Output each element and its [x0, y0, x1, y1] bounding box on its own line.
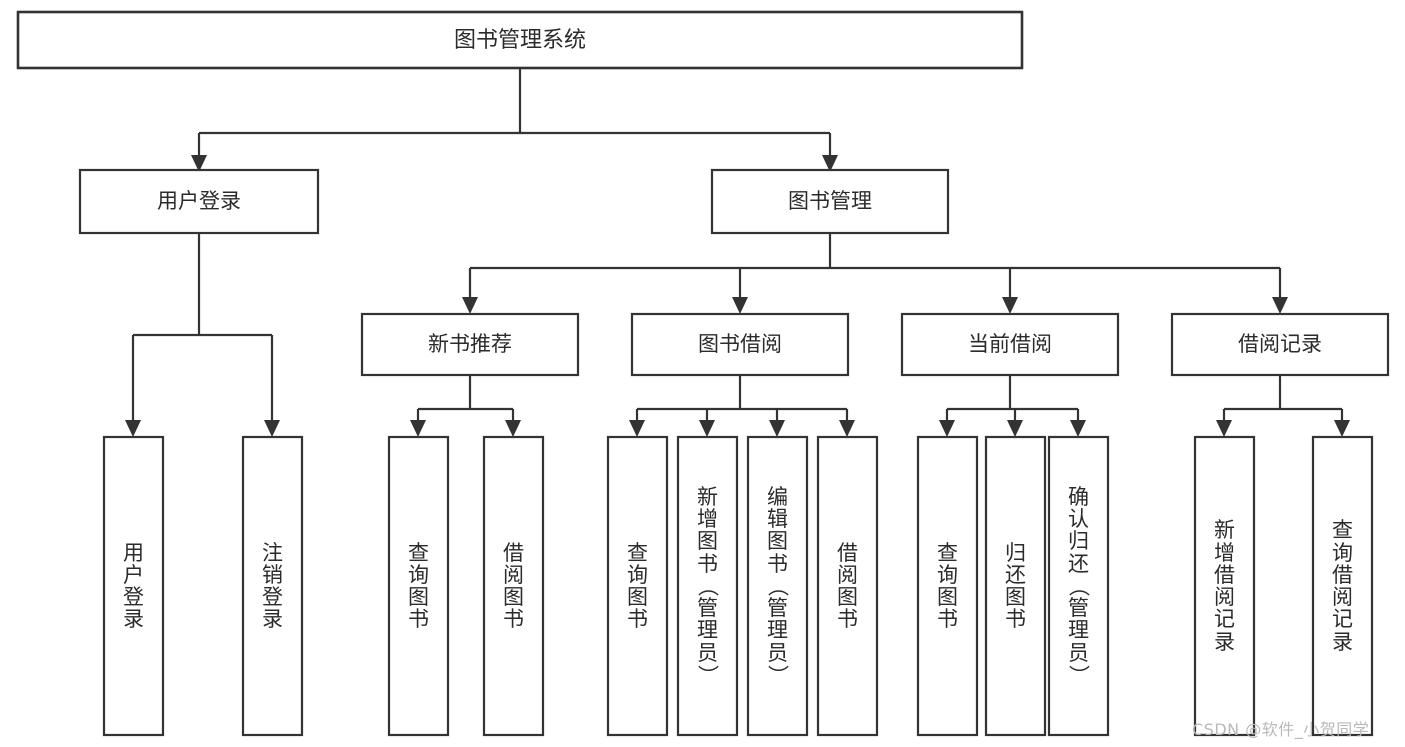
watermark-text: CSDN @软件_小贺同学 — [1192, 720, 1370, 739]
arrow-head-user-login — [191, 155, 207, 172]
node-current-borrow-label: 当前借阅 — [968, 332, 1052, 356]
node-borrow-record-label: 借阅记录 — [1238, 332, 1322, 356]
node-leaf-bb-add-box[interactable] — [676, 435, 739, 737]
node-new-book-box[interactable] — [360, 312, 580, 377]
arrow-head-leaf-nb-2 — [505, 420, 521, 437]
arrow-head-borrow-book — [732, 297, 748, 314]
node-book-mgmt-box[interactable] — [710, 168, 950, 235]
node-root-label: 图书管理系统 — [454, 28, 586, 53]
node-leaf-cb-confirm-box[interactable] — [1047, 435, 1110, 737]
arrow-head-leaf-nb-1 — [410, 420, 426, 437]
arrow-head-book-mgmt — [822, 155, 838, 172]
arrow-head-leaf-cb-1 — [939, 420, 955, 437]
arrow-head-leaf-bb-4 — [839, 420, 855, 437]
arrow-head-new-book — [462, 297, 478, 314]
node-leaf-nb-borrow-box[interactable] — [482, 435, 545, 737]
node-leaf-user-login-box[interactable] — [102, 435, 165, 737]
arrow-head-leaf-user-login — [125, 420, 141, 437]
arrow-head-leaf-bb-1 — [629, 420, 645, 437]
node-current-borrow-box[interactable] — [900, 312, 1120, 377]
node-leaf-nb-query-box[interactable] — [387, 435, 450, 737]
arrow-head-leaf-logout — [264, 420, 280, 437]
node-book-mgmt-label: 图书管理 — [788, 189, 872, 213]
arrow-head-leaf-bb-3 — [769, 420, 785, 437]
node-leaf-br-add-box[interactable] — [1193, 435, 1256, 737]
node-root-box[interactable] — [16, 10, 1024, 70]
arrow-head-leaf-bb-2 — [699, 420, 715, 437]
node-new-book-label: 新书推荐 — [428, 332, 512, 356]
arrow-head-leaf-br-1 — [1216, 420, 1232, 437]
node-boxes: 图书管理系统 用户登录 图书管理 新书推荐 图书借阅 当前借阅 借阅记录 — [16, 10, 1390, 737]
node-leaf-bb-edit-box[interactable] — [746, 435, 809, 737]
node-leaf-bb-borrow-box[interactable] — [816, 435, 879, 737]
node-borrow-book-box[interactable] — [630, 312, 850, 377]
node-leaf-br-query-box[interactable] — [1311, 435, 1374, 737]
arrow-head-leaf-br-2 — [1334, 420, 1350, 437]
arrow-head-borrow-record — [1272, 297, 1288, 314]
arrow-head-leaf-cb-3 — [1070, 420, 1086, 437]
connectors — [125, 68, 1350, 437]
arrow-head-leaf-cb-2 — [1007, 420, 1023, 437]
node-leaf-logout-box[interactable] — [241, 435, 304, 737]
node-leaf-bb-query-box[interactable] — [606, 435, 669, 737]
node-borrow-record-box[interactable] — [1170, 312, 1390, 377]
arrow-head-current-borrow — [1002, 297, 1018, 314]
node-leaf-cb-return-box[interactable] — [984, 435, 1047, 737]
node-leaf-cb-query-box[interactable] — [916, 435, 979, 737]
node-user-login-box[interactable] — [78, 168, 320, 235]
node-borrow-book-label: 图书借阅 — [698, 332, 782, 356]
node-user-login-label: 用户登录 — [157, 189, 241, 213]
